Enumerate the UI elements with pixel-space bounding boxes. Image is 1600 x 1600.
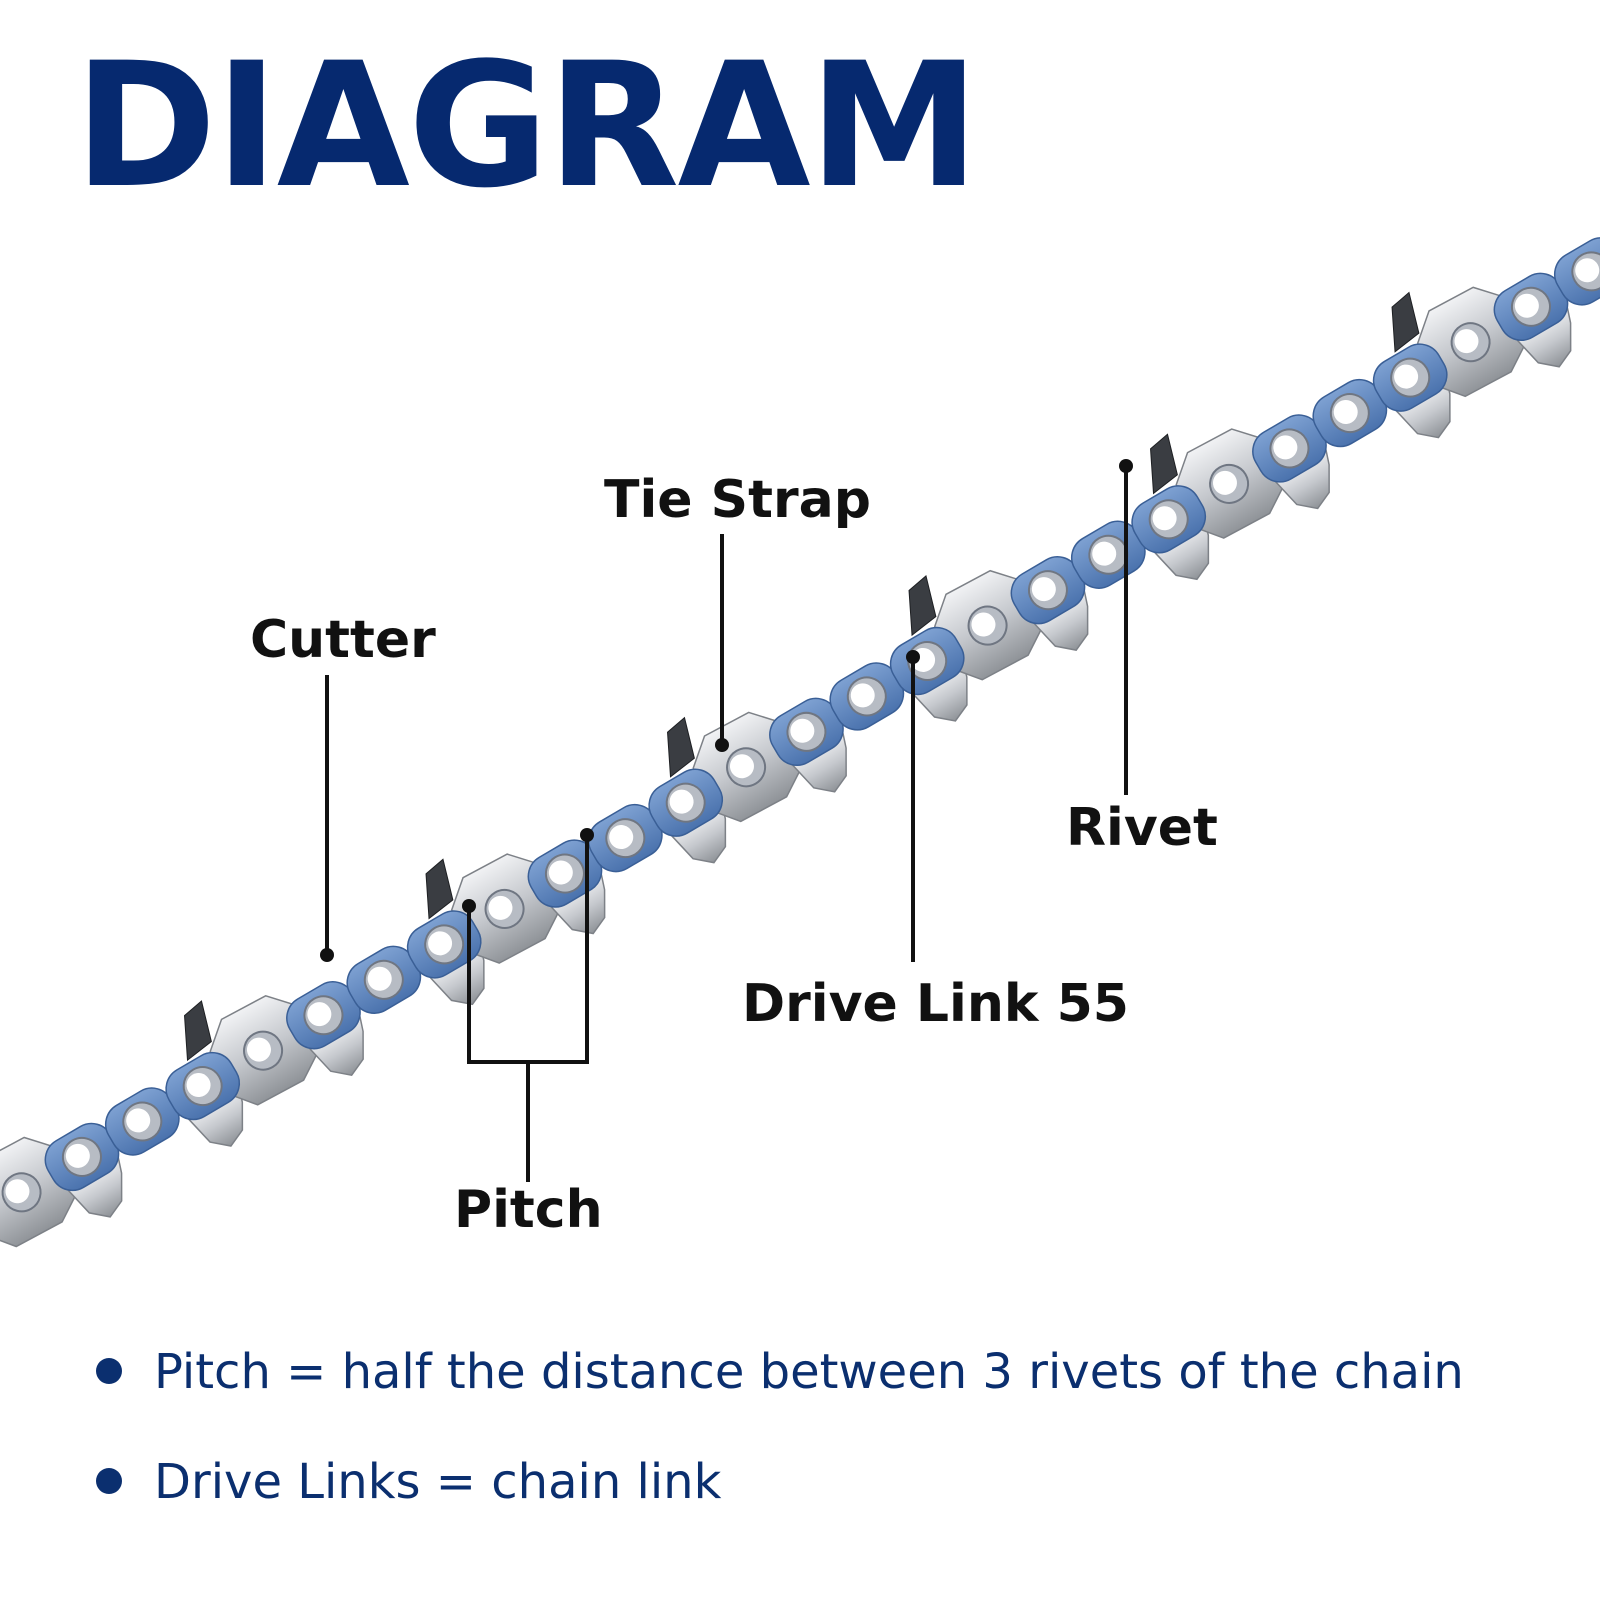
- cutter-tooth: [1391, 291, 1420, 353]
- cutter-callout-dot: [320, 948, 334, 962]
- rivet-highlight: [971, 612, 996, 637]
- rivet-highlight: [850, 683, 875, 708]
- rivet-highlight: [307, 1002, 332, 1027]
- rivet-highlight: [1514, 293, 1539, 318]
- rivet-highlight: [186, 1073, 211, 1098]
- callout-dots: [320, 459, 1133, 962]
- rivet-highlight: [65, 1143, 90, 1168]
- rivet-highlight: [669, 789, 694, 814]
- rivet-highlight: [126, 1108, 151, 1133]
- rivet-highlight: [790, 718, 815, 743]
- note-drive-links-text: Drive Links = chain link: [154, 1454, 722, 1510]
- note-drive-links: Drive Links = chain link: [96, 1458, 1464, 1568]
- cutter-tooth: [908, 575, 937, 637]
- rivet-highlight: [1575, 258, 1600, 283]
- rivet-highlight: [1273, 435, 1298, 460]
- rivet-highlight: [428, 931, 453, 956]
- rivet-highlight: [1394, 364, 1419, 389]
- callout-lines: [325, 466, 1128, 1182]
- pitch-label: Pitch: [454, 1180, 603, 1240]
- page-title: DIAGRAM: [74, 25, 980, 226]
- rivet-highlight: [1212, 470, 1237, 495]
- pitch-start-dot: [462, 899, 476, 913]
- rivet-highlight: [1152, 506, 1177, 531]
- bullet-icon: [96, 1468, 122, 1494]
- cutter-tooth: [667, 716, 695, 778]
- rivet-highlight: [609, 825, 634, 850]
- tie-strap-callout-dot: [715, 738, 729, 752]
- rivet-highlight: [1333, 399, 1358, 424]
- bullet-icon: [96, 1358, 122, 1384]
- rivet-highlight: [548, 860, 573, 885]
- note-pitch: Pitch = half the distance between 3 rive…: [96, 1348, 1464, 1458]
- rivet-highlight: [1092, 541, 1117, 566]
- cutter-tooth: [1150, 433, 1178, 495]
- drive-link-callout-dot: [906, 650, 920, 664]
- chain-rivet-layer: [1, 251, 1600, 1213]
- rivet-highlight: [729, 754, 754, 779]
- rivet-highlight: [488, 895, 513, 920]
- cutter-label: Cutter: [250, 610, 436, 670]
- rivet-label: Rivet: [1066, 798, 1218, 858]
- pitch-end-dot: [580, 828, 594, 842]
- rivet-callout-dot: [1119, 459, 1133, 473]
- tie-strap-label: Tie Strap: [604, 470, 871, 530]
- definition-notes: Pitch = half the distance between 3 rive…: [96, 1348, 1464, 1568]
- rivet-highlight: [5, 1179, 30, 1204]
- rivet-highlight: [1031, 577, 1056, 602]
- drive-link-label: Drive Link 55: [742, 974, 1129, 1034]
- saw-chain: [0, 237, 1600, 1248]
- rivet-highlight: [246, 1037, 271, 1062]
- rivet-highlight: [367, 966, 392, 991]
- cutter-tooth: [425, 858, 454, 920]
- note-pitch-text: Pitch = half the distance between 3 rive…: [154, 1344, 1464, 1400]
- chain-plate-layer: [44, 237, 1600, 1192]
- cutter-tooth: [184, 1000, 212, 1062]
- rivet-highlight: [1454, 329, 1479, 354]
